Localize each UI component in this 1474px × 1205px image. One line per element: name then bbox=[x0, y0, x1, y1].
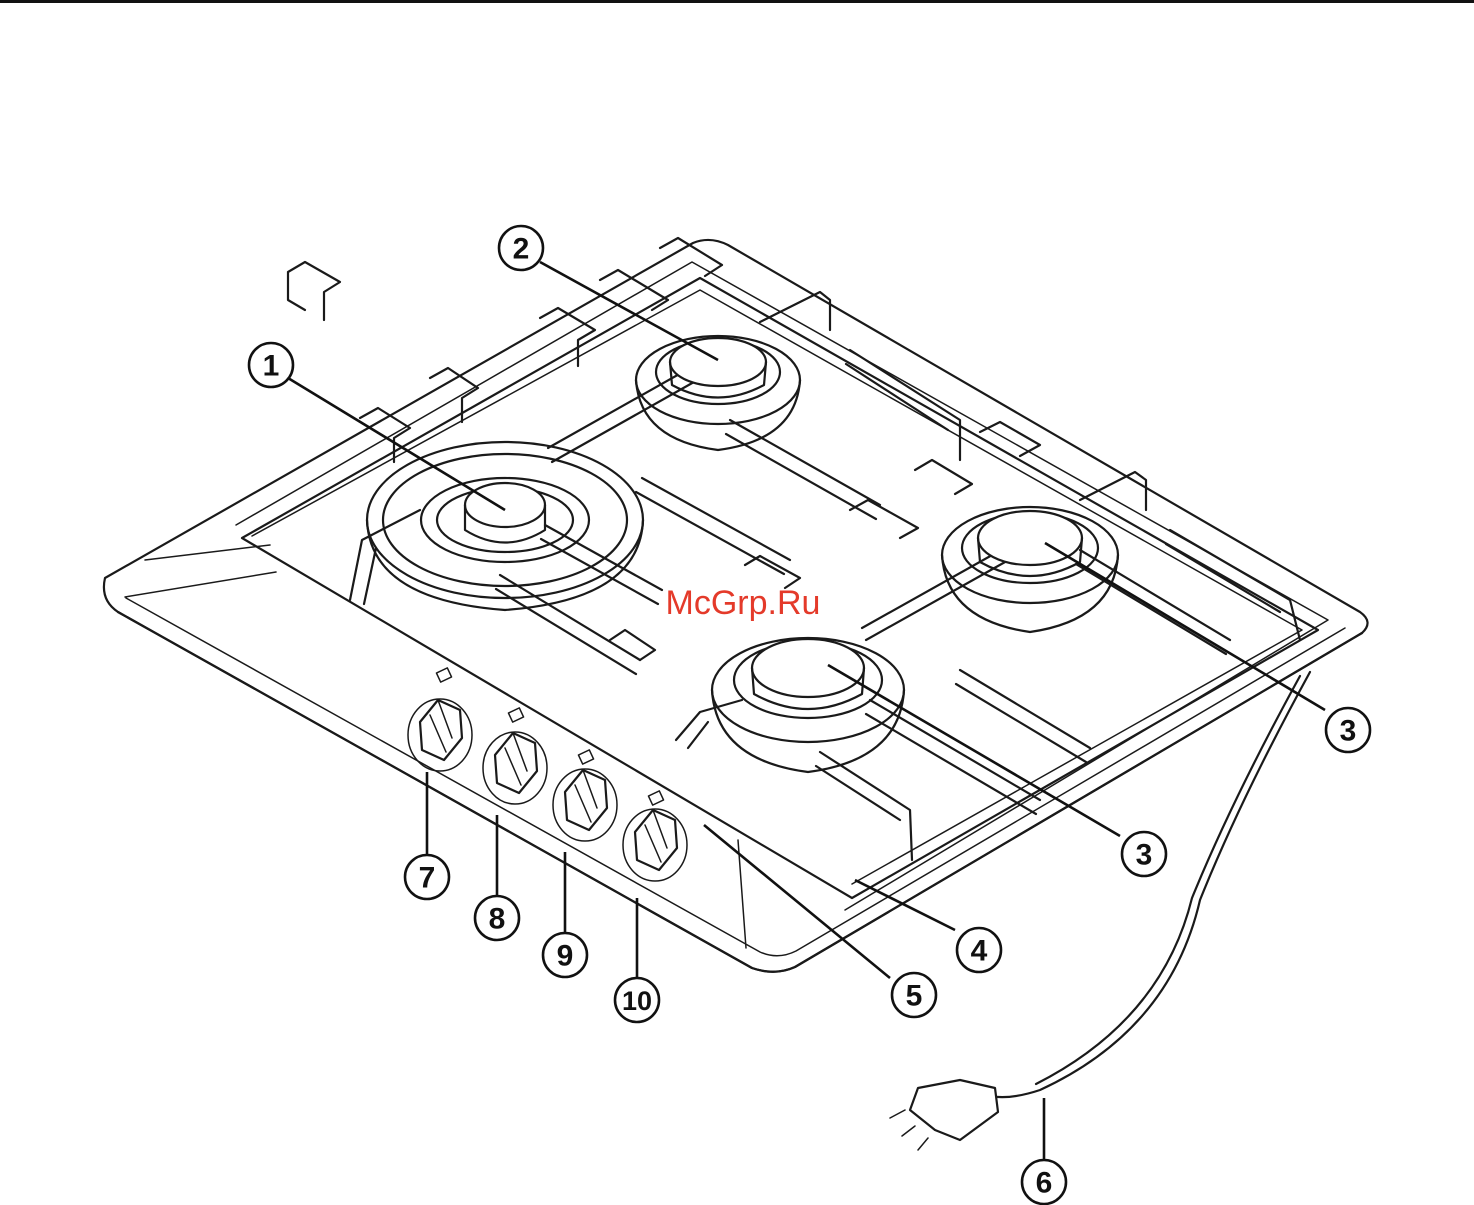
callout-label: 10 bbox=[622, 986, 652, 1016]
callout-label: 7 bbox=[419, 862, 436, 895]
callout-6: 6 bbox=[1022, 1160, 1066, 1204]
callout-8: 8 bbox=[475, 896, 519, 940]
callout-label: 4 bbox=[971, 935, 988, 968]
callout-9: 9 bbox=[543, 933, 587, 977]
callout-4: 4 bbox=[957, 928, 1001, 972]
callout-10: 10 bbox=[615, 978, 659, 1022]
callout-label: 9 bbox=[557, 940, 574, 973]
callout-label: 5 bbox=[906, 980, 923, 1013]
callout-label: 3 bbox=[1136, 839, 1153, 872]
callout-3-rear-right: 3 bbox=[1326, 708, 1370, 752]
callout-label: 1 bbox=[263, 350, 280, 383]
callout-3-front-right: 3 bbox=[1122, 832, 1166, 876]
callout-2: 2 bbox=[499, 226, 543, 270]
callout-7: 7 bbox=[405, 855, 449, 899]
callout-label: 6 bbox=[1036, 1167, 1053, 1200]
watermark-text: McGrp.Ru bbox=[666, 584, 821, 622]
callout-label: 8 bbox=[489, 903, 506, 936]
callout-1: 1 bbox=[249, 343, 293, 387]
callout-5: 5 bbox=[892, 973, 936, 1017]
callout-label: 2 bbox=[513, 233, 530, 266]
callout-label: 3 bbox=[1340, 715, 1357, 748]
